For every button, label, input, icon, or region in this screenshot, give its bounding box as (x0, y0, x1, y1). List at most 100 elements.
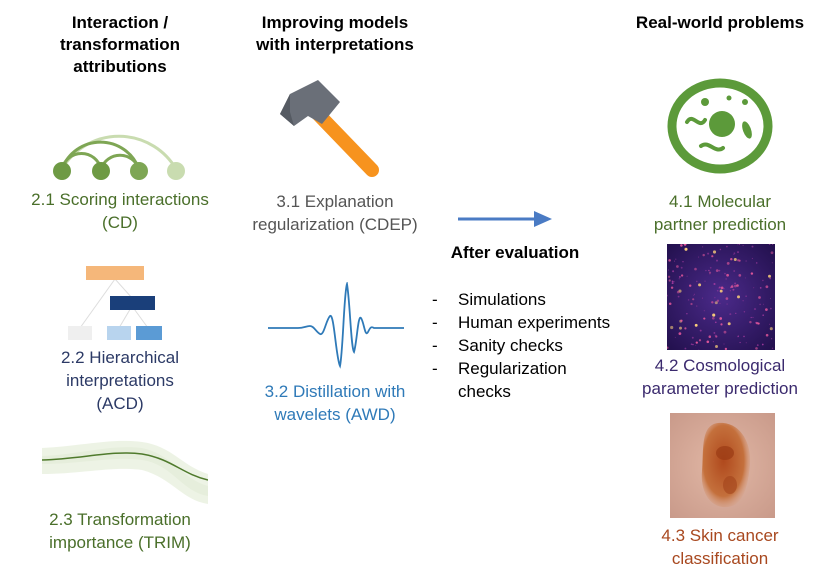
map-point (732, 284, 734, 286)
map-point (737, 244, 739, 246)
map-point (742, 300, 744, 302)
map-point (708, 335, 712, 338)
map-point (729, 313, 732, 316)
cell-organelle (742, 121, 752, 139)
map-point (667, 269, 670, 271)
map-point (713, 282, 716, 286)
map-point (668, 302, 672, 306)
map-point (768, 244, 771, 245)
map-point (739, 341, 741, 344)
item-3-1-caption: 3.1 Explanation regularization (CDEP) (230, 190, 440, 236)
map-point (735, 312, 737, 315)
map-point (733, 252, 736, 255)
map-point (686, 275, 688, 277)
node-dot (53, 162, 71, 180)
list-dash (432, 380, 458, 403)
map-point (720, 323, 723, 326)
map-point (709, 266, 712, 269)
map-point (724, 347, 728, 350)
map-point (714, 301, 718, 305)
map-point (765, 285, 769, 289)
map-point (691, 336, 694, 339)
cell-organelle (699, 142, 725, 152)
map-point (736, 284, 739, 287)
map-point (738, 244, 740, 245)
map-point (693, 293, 695, 295)
map-point (684, 247, 686, 249)
hammer-icon (280, 80, 379, 177)
map-point (745, 295, 747, 297)
tree-mid-node (110, 296, 155, 310)
map-point (751, 245, 754, 248)
list-dash: - (432, 313, 438, 332)
list-text: Human experiments (458, 313, 611, 332)
map-point (737, 251, 739, 254)
map-point (708, 271, 712, 274)
map-point (668, 279, 671, 282)
map-point (678, 275, 681, 278)
map-point (698, 283, 702, 287)
map-point (684, 327, 687, 330)
list-item: checks (432, 380, 632, 403)
tree-leaf-node (68, 326, 92, 340)
map-point (668, 259, 671, 262)
map-point (737, 335, 739, 338)
col1-header-line: transformation (60, 35, 180, 54)
list-item: - Human experiments (432, 311, 632, 334)
col2-header: Improving models with interpretations (240, 12, 430, 56)
lesion-shape (701, 422, 751, 508)
map-point (714, 297, 716, 299)
map-point (694, 267, 697, 271)
map-point (720, 286, 724, 290)
map-point (745, 260, 747, 262)
map-point (743, 335, 745, 338)
map-point (706, 340, 710, 344)
map-point (684, 247, 688, 251)
list-text: Simulations (458, 290, 546, 309)
map-point (716, 299, 720, 303)
list-text: Regularization (458, 359, 567, 378)
map-point (738, 274, 742, 277)
map-point (680, 274, 684, 277)
map-point (671, 280, 674, 283)
map-point (670, 286, 674, 289)
map-point (755, 321, 759, 325)
map-point (674, 336, 676, 338)
map-point (680, 319, 683, 322)
caption-line: 3.2 Distillation with (264, 382, 406, 401)
map-point (733, 284, 737, 288)
map-point (726, 303, 728, 305)
map-point (667, 294, 668, 297)
col4-header: Real-world problems (635, 13, 805, 32)
map-point (692, 298, 695, 301)
map-point (772, 244, 774, 246)
list-item: -Regularization (432, 357, 632, 380)
right-arrow-icon (458, 211, 552, 227)
map-point (714, 334, 717, 337)
cell-organelle (685, 116, 707, 126)
map-point (714, 301, 716, 303)
map-point (682, 260, 684, 263)
map-point (695, 341, 698, 344)
map-point (765, 333, 769, 337)
map-point (733, 258, 737, 261)
map-point (745, 342, 747, 344)
map-point (763, 303, 765, 305)
map-point (718, 286, 721, 289)
caption-line: (ACD) (96, 394, 144, 413)
map-point (723, 288, 725, 290)
map-point (703, 317, 706, 320)
map-point (670, 325, 674, 330)
map-point (683, 244, 687, 246)
map-point (753, 308, 757, 311)
list-item: -Simulations (432, 288, 632, 311)
map-point (712, 341, 714, 343)
caption-line: 4.3 Skin cancer (661, 526, 779, 545)
map-point (694, 323, 698, 327)
tree-edge (79, 278, 116, 329)
col1-header: Interaction / transformation attribution… (30, 12, 210, 78)
map-point (719, 302, 721, 304)
map-point (671, 282, 674, 285)
map-point (732, 288, 735, 291)
wavelet-plot (268, 282, 404, 369)
